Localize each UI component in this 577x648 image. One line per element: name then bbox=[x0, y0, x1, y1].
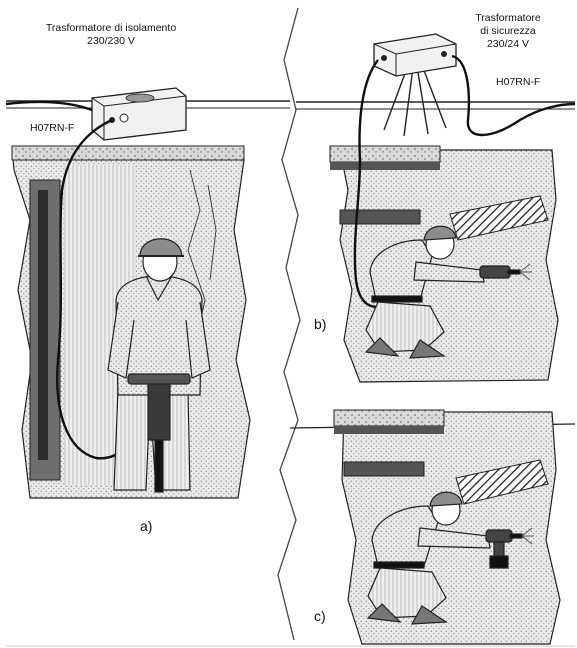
divider-jagged bbox=[278, 8, 300, 640]
safety-transformer-title: Trasformatore bbox=[468, 12, 548, 25]
panel-c-label: c) bbox=[314, 610, 326, 623]
panel-a-label: a) bbox=[140, 520, 152, 533]
panel-a-scene bbox=[6, 88, 290, 498]
isolation-transformer-voltage: 230/230 V bbox=[36, 35, 186, 48]
cable-type-label-right: H07RN-F bbox=[496, 76, 540, 89]
cable-type-label-left: H07RN-F bbox=[30, 122, 74, 135]
isolation-transformer-title: Trasformatore di isolamento bbox=[36, 22, 186, 35]
isolation-transformer-label: Trasformatore di isolamento 230/230 V bbox=[36, 22, 186, 48]
safety-transformer-subtitle: di sicurezza bbox=[468, 25, 548, 38]
safety-transformer-label: Trasformatore di sicurezza 230/24 V bbox=[468, 12, 548, 51]
supply-cable-a bbox=[6, 102, 92, 110]
supply-cable-b bbox=[452, 56, 575, 135]
panel-b-label: b) bbox=[314, 318, 326, 331]
panel-c-scene bbox=[334, 410, 560, 644]
safety-transformer-voltage: 230/24 V bbox=[468, 38, 548, 51]
